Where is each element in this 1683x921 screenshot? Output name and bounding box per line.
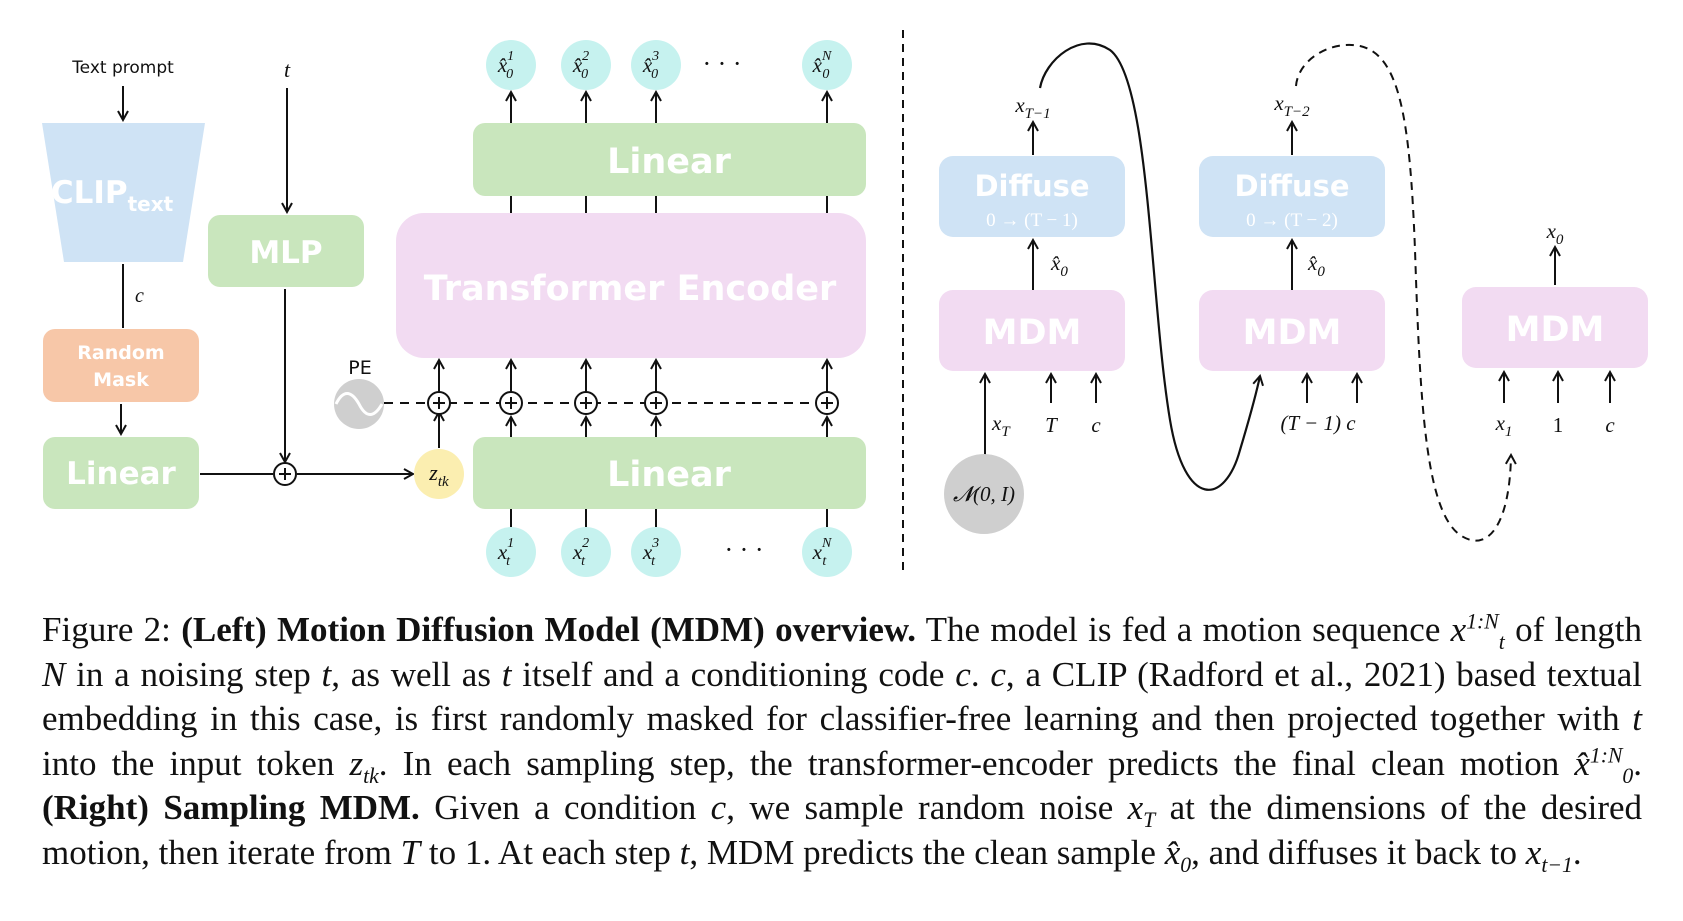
c-label: c [135,285,144,307]
input-ellipsis: · · · [725,535,764,564]
output-ellipsis: · · · [703,49,742,78]
colA-diffuse-box [939,156,1125,237]
pe-label: PE [348,357,371,379]
colA-in1: xT [991,411,1011,440]
colA-in3: c [1091,413,1101,437]
caption-bold-left: (Left) Motion Diffusion Model (MDM) over… [181,610,916,649]
colA-mdm-box [939,290,1125,371]
linear-bottom-box [473,437,866,509]
linear-left-box [43,437,199,509]
colA-x0hat: x̂0 [1050,251,1068,280]
colC-top-label: x0 [1546,219,1564,248]
noise-label: 𝓝(0, I) [953,482,1015,506]
caption-bold-right: (Right) Sampling MDM. [42,788,420,827]
colB-diffuse-title: Diffuse [1234,169,1349,203]
ztk-token [414,449,464,499]
t-label: t [284,57,291,82]
colB-diffuse-box [1199,156,1385,237]
colA-top-label: xT−1 [1014,93,1050,122]
linear-bottom-label: Linear [607,455,732,495]
colC-mdm-box [1462,287,1648,368]
transformer-encoder-box [396,213,866,358]
iteration-curve-solid [1038,42,1260,491]
random-mask-label-1: Random [77,342,164,364]
mlp-box [208,215,364,287]
noise-circle [944,454,1024,534]
random-mask-label-2: Mask [93,369,149,391]
random-mask-box [43,329,199,402]
ztk-label: ztk [428,460,449,490]
colC-in3: c [1605,413,1615,437]
colB-mdm-label: MDM [1243,313,1342,353]
linear-top-box [473,123,866,196]
linear-top-label: Linear [607,142,732,182]
mlp-label: MLP [249,235,322,271]
clip-text-encoder [42,123,205,262]
linear-left-label: Linear [66,456,176,492]
colC-in1: x1 [1495,411,1513,440]
colC-mdm-label: MDM [1506,310,1605,350]
colA-diffuse-title: Diffuse [974,169,1089,203]
colB-mdm-box [1199,290,1385,371]
colB-in-label: (T − 1) c [1280,411,1356,435]
colA-diffuse-sub: 0 → (T − 1) [986,210,1078,231]
colA-in2: T [1045,413,1058,437]
colA-mdm-label: MDM [983,313,1082,353]
colB-top-label: xT−2 [1273,91,1310,120]
colB-diffuse-sub: 0 → (T − 2) [1246,210,1338,231]
clip-label: CLIPtext [51,175,174,216]
colC-in2: 1 [1553,413,1564,437]
iteration-curve-dashed [1295,43,1511,542]
sine-wave-icon [334,392,384,416]
transformer-encoder-label: Transformer Encoder [424,269,837,309]
figure-caption: Figure 2: (Left) Motion Diffusion Model … [42,609,1643,877]
figure-diagram: Text prompt CLIPtext c Random Mask Linea… [42,30,1648,577]
text-prompt-label: Text prompt [71,58,174,78]
colB-x0hat: x̂0 [1307,251,1325,280]
